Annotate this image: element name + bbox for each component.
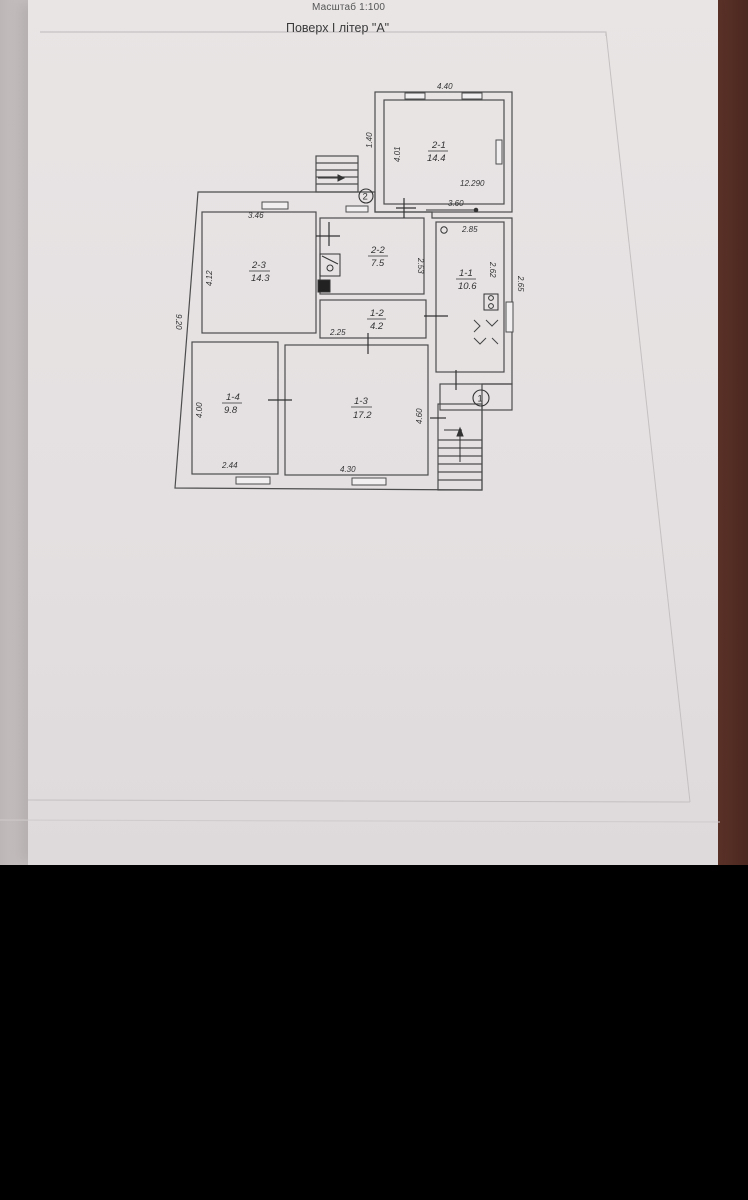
- entry-arrows: [318, 174, 479, 462]
- stairs-bottom: [437, 403, 483, 491]
- window: [261, 201, 289, 210]
- window: [345, 205, 369, 213]
- stove-icon: [319, 253, 341, 277]
- dim-room-2-3-height: 4.12: [205, 270, 214, 286]
- page-border-bottom: [27, 799, 691, 803]
- doors: [268, 198, 457, 419]
- window: [235, 476, 271, 485]
- window: [505, 301, 514, 333]
- dim-room-1-4-width: 2.44: [221, 461, 238, 470]
- wall-room-1-3: [284, 344, 429, 476]
- dim-room-1-1-inner: 2.62: [488, 261, 497, 278]
- room-1-3-id: 1-3: [354, 396, 368, 407]
- room-2-2-area: 7.5: [371, 258, 385, 269]
- hatch-symbol: [473, 319, 499, 345]
- dim-room-1-4-height: 4.00: [195, 402, 204, 418]
- dim-room-2-1-height: 4.01: [393, 146, 402, 162]
- wall-room-1-2: [319, 299, 427, 339]
- room-1-2-id: 1-2: [370, 308, 384, 319]
- room-2-3-area: 14.3: [251, 273, 270, 284]
- wall-room-2-1: [374, 91, 513, 213]
- windows: [235, 92, 514, 486]
- photo-background: 2 1 2-1 14.4 2-2 7.5 2-3 14.3 1-1 10.6 1…: [0, 0, 748, 865]
- entrance-markers: 2 1: [358, 188, 490, 407]
- dim-room-2-1-width: 3.60: [448, 199, 464, 208]
- wall-room-2-3: [201, 211, 317, 334]
- room-1-4-area: 9.8: [224, 405, 238, 416]
- dim-room-1-2-width: 2.25: [329, 328, 346, 337]
- wall-room-1-4: [191, 341, 279, 475]
- dim-room-2-1-inner: 12.290: [460, 179, 485, 188]
- room-2-3-id: 2-3: [251, 260, 266, 271]
- room-2-1-id: 2-1: [431, 140, 446, 151]
- floor-plan-drawing: 2 1 2-1 14.4 2-2 7.5 2-3 14.3 1-1 10.6 1…: [0, 31, 721, 823]
- window: [351, 477, 387, 486]
- page-border-right: [605, 31, 691, 803]
- entrance-marker-1: [472, 389, 490, 407]
- room-1-1-area: 10.6: [458, 281, 477, 292]
- black-letterbox: [0, 865, 748, 1200]
- scale-label: Масштаб 1:100: [312, 2, 386, 13]
- sink-icon: [440, 226, 448, 234]
- inner-room-2-1: [383, 99, 505, 205]
- floor-title: Поверх І літер "А": [286, 21, 390, 35]
- dim-top-width: 4.40: [437, 82, 453, 91]
- room-2-1-area: 14.4: [427, 153, 446, 164]
- room-1-2-area: 4.2: [370, 321, 384, 332]
- room-1-1-id: 1-1: [459, 268, 473, 279]
- dim-porch-height: 1.40: [365, 132, 374, 148]
- document-sheet: [28, 0, 718, 865]
- dim-room-1-1-width: 2.85: [461, 225, 478, 234]
- room-2-2-id: 2-2: [370, 245, 385, 256]
- dim-room-2-2-height: 2.53: [416, 257, 425, 274]
- entrance-marker-2: [358, 188, 374, 204]
- walls: [174, 91, 513, 491]
- dimension-labels: 4.40 1.40 4.01 12.290 3.60 3.46 4.12 2.8…: [174, 82, 525, 474]
- cooker-icon: [483, 293, 499, 311]
- stairs-top: [315, 155, 359, 193]
- room-labels: 2-1 14.4 2-2 7.5 2-3 14.3 1-1 10.6 1-2 4…: [222, 140, 477, 421]
- room-1-3-area: 17.2: [353, 410, 372, 421]
- room-1-4-id: 1-4: [226, 392, 240, 403]
- entrance-marker-1-label: 1: [478, 394, 483, 405]
- dim-room-1-1-height: 2.65: [516, 275, 525, 292]
- wall-room-1-1: [435, 221, 505, 373]
- stove-symbols: [317, 226, 499, 311]
- entrance-marker-2-label: 2: [363, 192, 368, 203]
- dim-room-1-3-height: 4.60: [415, 408, 424, 424]
- entrance-step: [439, 383, 513, 411]
- wall-outer-main: [174, 191, 513, 491]
- dim-room-1-3-width: 4.30: [340, 465, 356, 474]
- chimney-icon: [317, 279, 331, 293]
- dim-room-2-3-width: 3.46: [248, 211, 264, 220]
- window: [495, 139, 503, 165]
- window: [461, 92, 483, 100]
- page-border-bottom-2: [0, 819, 721, 823]
- dim-total-height: 9.20: [174, 314, 183, 330]
- window: [404, 92, 426, 100]
